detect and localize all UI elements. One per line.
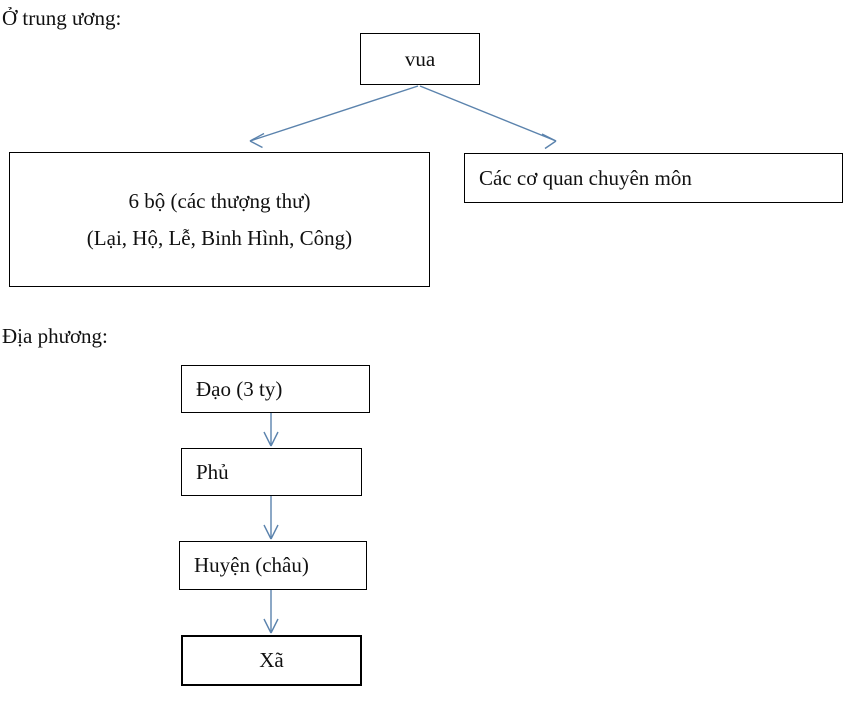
node-huyen-label: Huyện (châu) bbox=[194, 553, 309, 578]
node-huyen: Huyện (châu) bbox=[179, 541, 367, 590]
section-label-central-government: Ở trung ương: bbox=[2, 6, 122, 30]
node-xa-label: Xã bbox=[259, 648, 284, 673]
arrow-phu-to-huyen bbox=[263, 496, 279, 540]
node-vua: vua bbox=[360, 33, 480, 85]
node-phu-label: Phủ bbox=[196, 459, 229, 484]
node-dao-label: Đạo (3 ty) bbox=[196, 376, 283, 401]
arrow-huyen-to-xa bbox=[263, 590, 279, 634]
node-dao: Đạo (3 ty) bbox=[181, 365, 370, 413]
arrow-vua-to-agencies bbox=[419, 85, 557, 150]
node-specialized-agencies: Các cơ quan chuyên môn bbox=[464, 153, 843, 203]
node-six-boards: 6 bộ (các thượng thư) (Lại, Hộ, Lễ, Binh… bbox=[9, 152, 430, 287]
node-xa: Xã bbox=[181, 635, 362, 686]
node-vua-label: vua bbox=[404, 46, 436, 71]
node-six-boards-line1: 6 bộ (các thượng thư) bbox=[128, 189, 311, 214]
arrow-dao-to-phu bbox=[263, 413, 279, 447]
node-specialized-agencies-label: Các cơ quan chuyên môn bbox=[479, 165, 692, 190]
node-six-boards-line2: (Lại, Hộ, Lễ, Binh Hình, Công) bbox=[86, 225, 353, 250]
section-label-local-government: Địa phương: bbox=[2, 324, 108, 348]
node-phu: Phủ bbox=[181, 448, 362, 496]
arrow-vua-to-six-boards bbox=[249, 85, 419, 149]
